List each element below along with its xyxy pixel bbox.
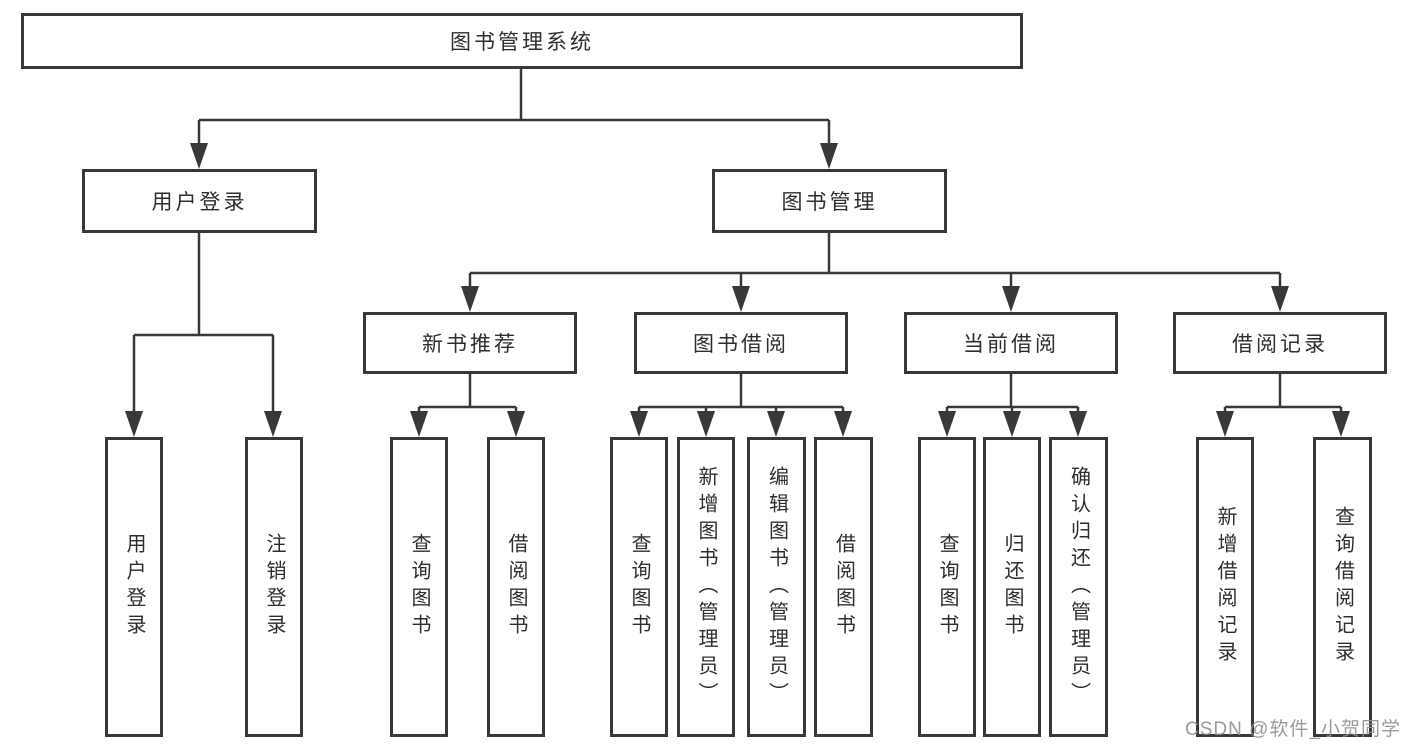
leaf-label: 归还图书	[1001, 533, 1023, 641]
node-borrow-record-label: 借阅记录	[1232, 333, 1328, 356]
leaf-return-books: 归还图书	[983, 437, 1041, 737]
leaf-label: 编辑图书（管理员）	[765, 465, 788, 709]
leaf-label: 查询借阅记录	[1331, 506, 1354, 668]
node-current-borrow: 当前借阅	[904, 312, 1118, 374]
node-current-borrow-label: 当前借阅	[963, 333, 1059, 356]
leaf-query-books-current: 查询图书	[918, 437, 976, 737]
leaf-logout: 注销登录	[245, 437, 303, 737]
arrowhead-icons	[125, 143, 1350, 437]
leaf-label: 新增图书（管理员）	[695, 465, 717, 709]
leaf-query-books-borrow: 查询图书	[610, 437, 668, 737]
leaf-borrow-books-recommend: 借阅图书	[487, 437, 545, 737]
csdn-watermark: CSDN @软件_小贺同学	[1185, 719, 1401, 740]
node-new-book-recommend-label: 新书推荐	[422, 333, 518, 356]
node-book-borrow: 图书借阅	[634, 312, 848, 374]
leaf-label: 查询图书	[408, 533, 430, 641]
node-user-login-label: 用户登录	[151, 191, 248, 214]
leaf-query-books-recommend: 查询图书	[390, 437, 448, 737]
leaf-user-login: 用户登录	[105, 437, 163, 737]
leaf-borrow-books: 借阅图书	[814, 437, 873, 737]
node-book-borrow-label: 图书借阅	[693, 333, 789, 356]
leaf-label: 借阅图书	[832, 533, 855, 641]
leaf-label: 新增借阅记录	[1214, 506, 1236, 668]
leaf-confirm-return-admin: 确认归还（管理员）	[1049, 437, 1108, 737]
node-user-login: 用户登录	[82, 169, 317, 233]
leaf-add-borrow-record: 新增借阅记录	[1196, 437, 1254, 737]
leaf-label: 查询图书	[628, 533, 650, 641]
leaf-label: 查询图书	[936, 533, 958, 641]
node-borrow-record: 借阅记录	[1173, 312, 1387, 374]
node-new-book-recommend: 新书推荐	[363, 312, 577, 374]
node-root-label: 图书管理系统	[450, 31, 594, 54]
node-book-management: 图书管理	[712, 169, 947, 233]
leaf-label: 借阅图书	[505, 533, 527, 641]
node-book-management-label: 图书管理	[781, 191, 878, 214]
leaf-edit-books-admin: 编辑图书（管理员）	[747, 437, 806, 737]
leaf-add-books-admin: 新增图书（管理员）	[677, 437, 735, 737]
leaf-label: 注销登录	[263, 533, 285, 641]
node-root-system: 图书管理系统	[21, 13, 1023, 69]
leaf-query-borrow-record: 查询借阅记录	[1313, 437, 1372, 737]
leaf-label: 用户登录	[123, 533, 145, 641]
leaf-label: 确认归还（管理员）	[1067, 465, 1090, 709]
